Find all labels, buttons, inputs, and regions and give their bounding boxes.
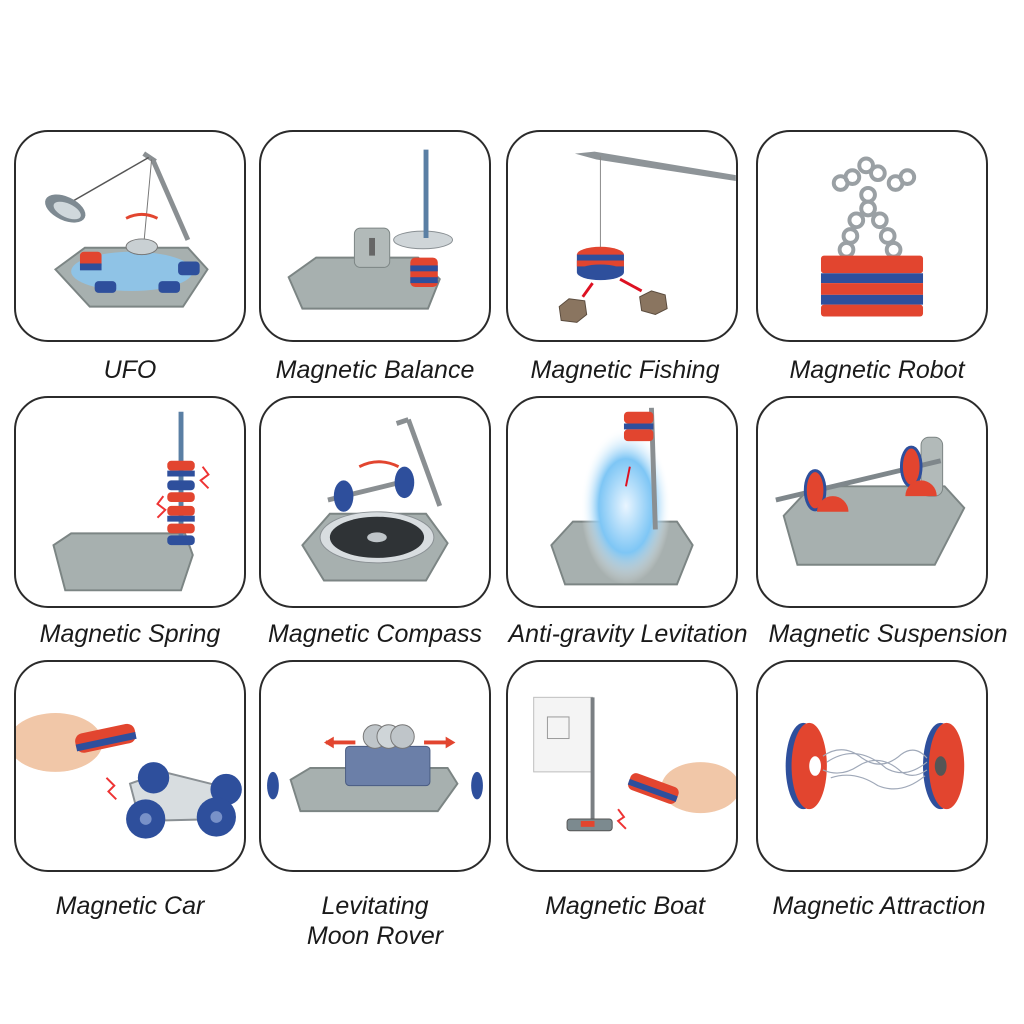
suspension-kit-icon [775, 436, 966, 566]
car-kit-icon [16, 713, 242, 839]
label-spring: Magnetic Spring [39, 620, 221, 648]
label-balance: Magnetic Balance [275, 356, 475, 384]
label-rover: Levitating Moon Rover [247, 891, 503, 951]
tile-ufo [14, 130, 246, 342]
label-compass: Magnetic Compass [268, 620, 482, 648]
label-boat: Magnetic Boat [545, 892, 705, 920]
robot-kit-icon [820, 156, 924, 317]
tile-levitation [506, 396, 738, 608]
attraction-kit-icon [785, 722, 965, 810]
tile-boat [506, 660, 738, 872]
tile-fishing [506, 130, 738, 342]
label-fishing: Magnetic Fishing [530, 356, 720, 384]
tile-robot [756, 130, 988, 342]
compass-kit-icon [301, 417, 449, 582]
ufo-kit-icon [45, 151, 209, 308]
label-ufo: UFO [103, 356, 157, 384]
label-rover-line-1: Levitating [321, 892, 429, 920]
rover-kit-icon [267, 724, 483, 813]
tile-car [14, 660, 246, 872]
label-robot: Magnetic Robot [789, 356, 965, 384]
label-suspension: Magnetic Suspension [768, 620, 1008, 648]
label-levitation: Anti-gravity Levitation [508, 620, 748, 648]
label-car: Magnetic Car [55, 892, 205, 920]
spring-kit-icon [52, 411, 210, 592]
balance-kit-icon [287, 149, 453, 310]
boat-kit-icon [533, 696, 736, 832]
label-rover-line-2: Moon Rover [306, 922, 444, 950]
tile-spring [14, 396, 246, 608]
tile-suspension [756, 396, 988, 608]
tile-balance [259, 130, 491, 342]
label-attraction: Magnetic Attraction [772, 892, 986, 920]
levitation-kit-icon [550, 407, 694, 586]
tile-rover [259, 660, 491, 872]
fishing-kit-icon [558, 151, 736, 323]
tile-compass [259, 396, 491, 608]
tile-attraction [756, 660, 988, 872]
